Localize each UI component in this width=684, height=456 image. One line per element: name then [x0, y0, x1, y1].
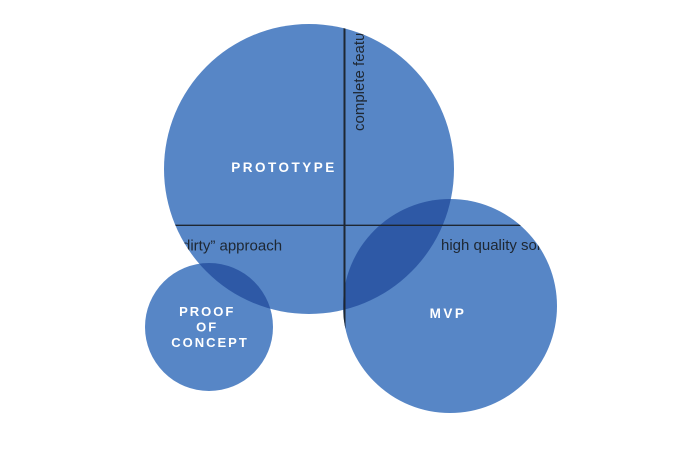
vertical-axis-label: complete featu — [351, 33, 368, 131]
proof-of-concept-label-line1: PROOF — [179, 304, 235, 319]
proof-of-concept-label: PROOF OF CONCEPT — [171, 304, 249, 350]
proof-of-concept-label-line3: CONCEPT — [171, 335, 249, 350]
left-axis-label: dirty” approach — [182, 238, 282, 255]
prototype-label: PROTOTYPE — [231, 160, 337, 175]
mvp-label: MVP — [430, 306, 467, 321]
proof-of-concept-label-line2: OF — [196, 320, 218, 335]
right-axis-label: high quality sol — [441, 237, 540, 254]
circle-labels: PROTOTYPE PROOF OF CONCEPT MVP — [171, 160, 467, 350]
